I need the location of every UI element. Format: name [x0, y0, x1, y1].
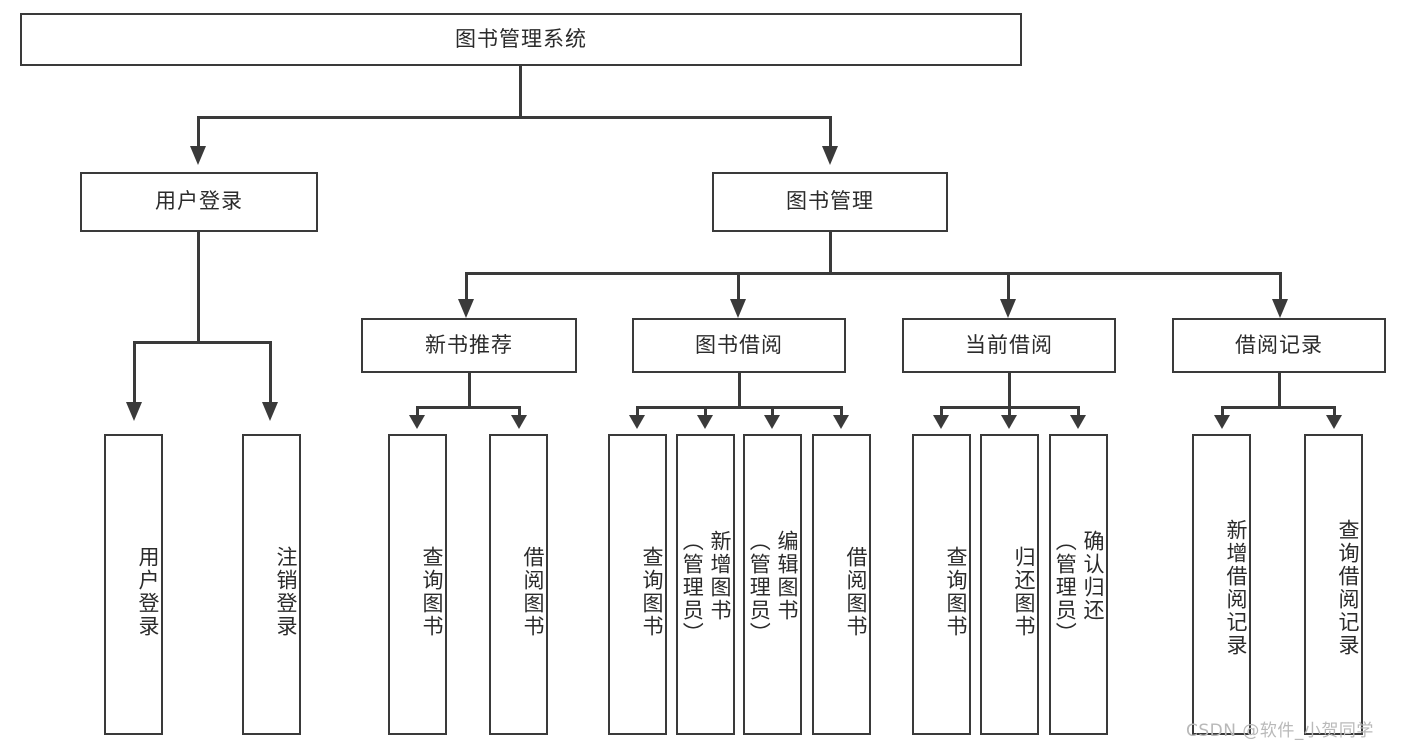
arrow-to-nbr-leaf-2: [511, 415, 527, 429]
arrow-to-current-borrow: [1000, 299, 1016, 318]
connector-bb-drop-2: [704, 406, 707, 418]
arrow-to-book-management: [822, 146, 838, 165]
connector-root-drop-2: [829, 116, 832, 149]
node-borrow-record[interactable]: 借阅记录: [1172, 318, 1386, 373]
arrow-to-cb-leaf-1: [933, 415, 949, 429]
node-label: 新增借阅记录: [1224, 518, 1248, 657]
leaf-logout[interactable]: 注销登录: [242, 434, 301, 735]
node-label: 新增图书 （管理员）: [680, 530, 732, 645]
node-label: 查询借阅记录: [1336, 518, 1360, 657]
connector-l3-drop-1: [465, 272, 468, 302]
node-label: 图书管理: [786, 189, 874, 214]
leaf-br-query-record[interactable]: 查询借阅记录: [1304, 434, 1363, 735]
connector-root-stem: [519, 66, 522, 118]
node-user-login[interactable]: 用户登录: [80, 172, 318, 232]
leaf-bb-add-book-admin[interactable]: 新增图书 （管理员）: [676, 434, 735, 735]
arrow-to-cb-leaf-3: [1070, 415, 1086, 429]
node-label: 归还图书: [1012, 545, 1036, 638]
connector-l3-drop-4: [1279, 272, 1282, 302]
leaf-bb-query-books[interactable]: 查询图书: [608, 434, 667, 735]
node-label: 用户登录: [155, 189, 243, 214]
node-book-borrow[interactable]: 图书借阅: [632, 318, 846, 373]
arrow-to-user-login: [190, 146, 206, 165]
node-label: 借阅图书: [521, 545, 545, 638]
node-label: 借阅记录: [1235, 332, 1323, 357]
connector-l3-drop-2: [737, 272, 740, 302]
leaf-nbr-query-books[interactable]: 查询图书: [388, 434, 447, 735]
leaf-cb-query-books[interactable]: 查询图书: [912, 434, 971, 735]
node-current-borrow[interactable]: 当前借阅: [902, 318, 1116, 373]
arrow-to-bb-leaf-2: [697, 415, 713, 429]
connector-nbr-drop-2: [518, 406, 521, 418]
arrow-to-cb-leaf-2: [1001, 415, 1017, 429]
connector-bb-drop-1: [636, 406, 639, 418]
leaf-user-login[interactable]: 用户登录: [104, 434, 163, 735]
leaf-br-add-record[interactable]: 新增借阅记录: [1192, 434, 1251, 735]
node-label: 查询图书: [944, 545, 968, 638]
arrow-to-user-login-leaf: [126, 402, 142, 421]
leaf-bb-borrow-books[interactable]: 借阅图书: [812, 434, 871, 735]
arrow-to-bb-leaf-4: [833, 415, 849, 429]
arrow-to-bb-leaf-3: [764, 415, 780, 429]
connector-root-drop-1: [197, 116, 200, 149]
node-label: 查询图书: [420, 545, 444, 638]
node-label: 查询图书: [640, 545, 664, 638]
leaf-nbr-borrow-books[interactable]: 借阅图书: [489, 434, 548, 735]
node-root-book-management-system[interactable]: 图书管理系统: [20, 13, 1022, 66]
connector-bb-bar: [636, 406, 843, 409]
node-label: 当前借阅: [965, 332, 1053, 357]
node-label: 编辑图书 （管理员）: [747, 530, 799, 645]
connector-nbr-stem: [468, 373, 471, 408]
node-label: 图书管理系统: [455, 26, 587, 51]
node-book-management[interactable]: 图书管理: [712, 172, 948, 232]
node-label: 注销登录: [274, 545, 298, 638]
connector-cb-drop-1: [940, 406, 943, 418]
arrow-to-logout-leaf: [262, 402, 278, 421]
connector-user-login-bar: [133, 341, 272, 344]
node-label: 确认归还 （管理员）: [1053, 530, 1105, 645]
leaf-cb-return-books[interactable]: 归还图书: [980, 434, 1039, 735]
connector-user-login-drop-2: [269, 341, 272, 405]
connector-bb-drop-4: [840, 406, 843, 418]
connector-user-login-stem: [197, 232, 200, 343]
arrow-to-book-borrow: [730, 299, 746, 318]
connector-cb-stem: [1008, 373, 1011, 408]
connector-root-bar: [197, 116, 832, 119]
connector-user-login-drop-1: [133, 341, 136, 405]
node-new-book-recommend[interactable]: 新书推荐: [361, 318, 577, 373]
connector-nbr-drop-1: [416, 406, 419, 418]
arrow-to-bb-leaf-1: [629, 415, 645, 429]
connector-bb-stem: [738, 373, 741, 408]
arrow-to-br-leaf-1: [1214, 415, 1230, 429]
arrow-to-br-leaf-2: [1326, 415, 1342, 429]
connector-book-management-bar: [465, 272, 1282, 275]
node-label: 图书借阅: [695, 332, 783, 357]
node-label: 借阅图书: [844, 545, 868, 638]
leaf-cb-confirm-return-admin[interactable]: 确认归还 （管理员）: [1049, 434, 1108, 735]
arrow-to-borrow-record: [1272, 299, 1288, 318]
connector-cb-drop-3: [1077, 406, 1080, 418]
connector-bb-drop-3: [771, 406, 774, 418]
connector-br-drop-2: [1333, 406, 1336, 418]
connector-br-drop-1: [1221, 406, 1224, 418]
watermark-csdn: CSDN @软件_小贺同学: [1186, 721, 1374, 741]
connector-nbr-bar: [416, 406, 521, 409]
connector-br-bar: [1221, 406, 1336, 409]
arrow-to-new-book-recommend: [458, 299, 474, 318]
node-label: 用户登录: [136, 545, 160, 638]
connector-book-management-stem: [829, 232, 832, 275]
arrow-to-nbr-leaf-1: [409, 415, 425, 429]
leaf-bb-edit-book-admin[interactable]: 编辑图书 （管理员）: [743, 434, 802, 735]
connector-l3-drop-3: [1007, 272, 1010, 302]
node-label: 新书推荐: [425, 332, 513, 357]
connector-cb-drop-2: [1008, 406, 1011, 418]
connector-br-stem: [1278, 373, 1281, 408]
